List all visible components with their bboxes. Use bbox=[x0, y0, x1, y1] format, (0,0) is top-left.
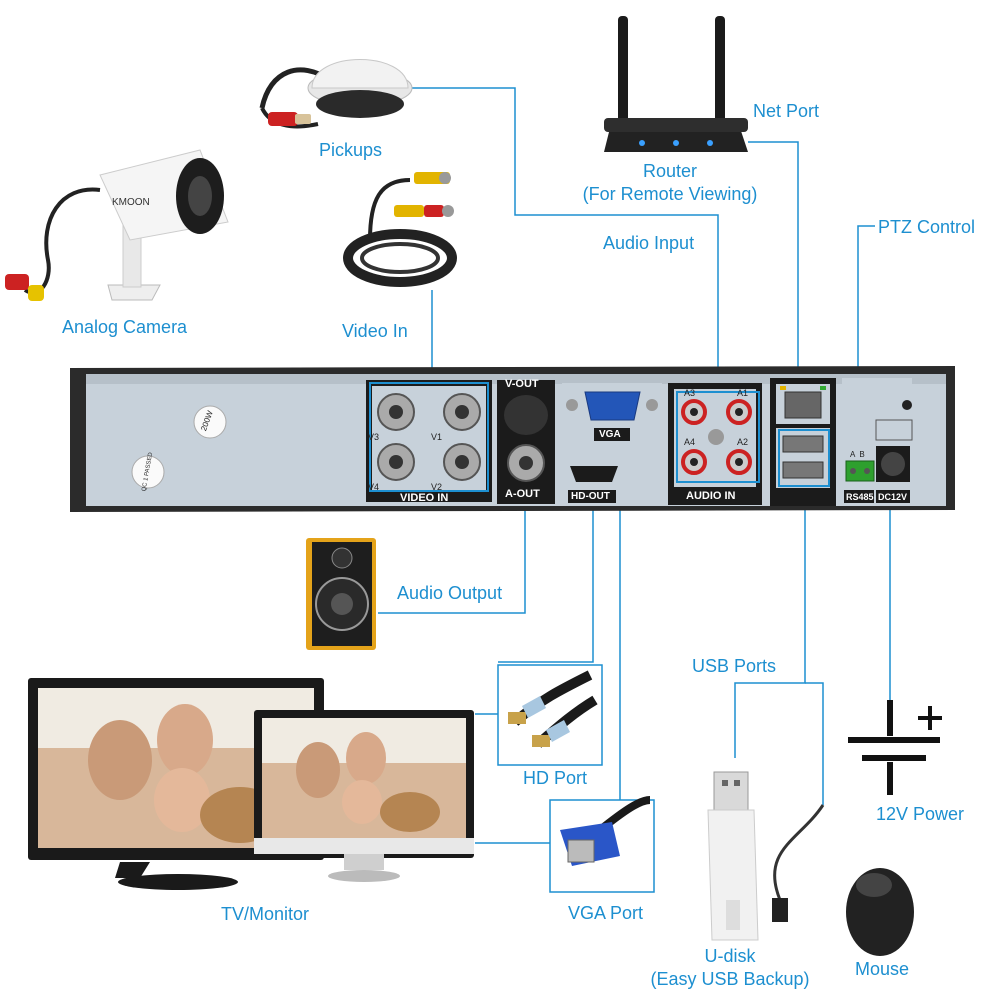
label-pickups: Pickups bbox=[319, 140, 383, 160]
label-net-port: Net Port bbox=[753, 101, 820, 121]
connection-lines bbox=[378, 87, 891, 844]
line-usb-right bbox=[805, 682, 824, 805]
panel-v-out: V-OUT bbox=[505, 378, 539, 390]
vout-aout-group bbox=[497, 380, 555, 504]
vga-hd-group bbox=[562, 383, 662, 503]
label-usb-ports: USB Ports bbox=[692, 656, 777, 676]
video-in-group bbox=[366, 380, 492, 502]
line-net-port bbox=[748, 141, 799, 383]
line-hd-port bbox=[498, 497, 594, 663]
panel-hd-out: HD-OUT bbox=[571, 491, 610, 502]
speaker bbox=[306, 538, 376, 650]
line-pickups-audio-input bbox=[390, 87, 719, 400]
panel-dc12v: DC12V bbox=[878, 492, 908, 502]
router-device bbox=[604, 16, 748, 152]
dvr-back-panel bbox=[70, 366, 955, 512]
panel-rs485: RS485 bbox=[846, 492, 874, 502]
label-tv-monitor: TV/Monitor bbox=[221, 904, 310, 924]
label-hd-port: HD Port bbox=[523, 768, 588, 788]
vga-cable-image bbox=[549, 796, 655, 893]
panel-ch-v4: V4 bbox=[368, 482, 380, 492]
video-cable bbox=[343, 172, 457, 287]
line-audio-out bbox=[378, 495, 526, 614]
label-audio-input: Audio Input bbox=[603, 233, 695, 253]
panel-ch-v2: V2 bbox=[431, 482, 443, 492]
panel-ch-a1: A1 bbox=[737, 388, 749, 398]
tv-monitor-small bbox=[254, 710, 474, 882]
label-mouse: Mouse bbox=[855, 959, 910, 979]
label-12v-power: 12V Power bbox=[876, 804, 965, 824]
analog-camera: KMOON bbox=[5, 149, 229, 301]
usb-disk-image bbox=[707, 771, 759, 941]
line-usb-left bbox=[734, 490, 806, 758]
audio-in-group bbox=[668, 383, 762, 505]
tv-monitor-large bbox=[28, 678, 324, 890]
panel-ab: A B bbox=[850, 450, 865, 459]
net-usb-group bbox=[770, 378, 836, 506]
panel-ch-a3: A3 bbox=[684, 388, 696, 398]
panel-video-in: VIDEO IN bbox=[400, 492, 449, 504]
svg-text:KMOON: KMOON bbox=[112, 197, 150, 208]
panel-a-out: A-OUT bbox=[505, 488, 540, 500]
panel-ch-a2: A2 bbox=[737, 437, 749, 447]
power-symbol-icon bbox=[848, 700, 942, 795]
panel-ch-v1: V1 bbox=[431, 432, 443, 442]
hd-cable-image bbox=[497, 664, 603, 766]
mouse-image bbox=[772, 804, 914, 956]
label-video-in: Video In bbox=[342, 321, 408, 341]
sticker-200w bbox=[193, 405, 227, 439]
panel-audio-in: AUDIO IN bbox=[686, 490, 736, 502]
label-router-sub: (For Remote Viewing) bbox=[582, 184, 758, 204]
panel-ch-v3: V3 bbox=[368, 432, 380, 442]
label-ptz-control: PTZ Control bbox=[878, 217, 976, 237]
label-udisk: U-disk bbox=[704, 946, 756, 966]
sticker-qc bbox=[131, 455, 165, 489]
label-router: Router bbox=[642, 161, 698, 181]
label-vga-port: VGA Port bbox=[568, 903, 644, 923]
panel-vga: VGA bbox=[599, 429, 621, 440]
panel-ch-a4: A4 bbox=[684, 437, 696, 447]
label-audio-output: Audio Output bbox=[397, 583, 503, 603]
label-udisk-sub: (Easy USB Backup) bbox=[650, 969, 810, 989]
label-analog-camera: Analog Camera bbox=[62, 317, 188, 337]
ptz-power-group bbox=[842, 378, 913, 506]
pickups-microphone bbox=[259, 59, 413, 129]
